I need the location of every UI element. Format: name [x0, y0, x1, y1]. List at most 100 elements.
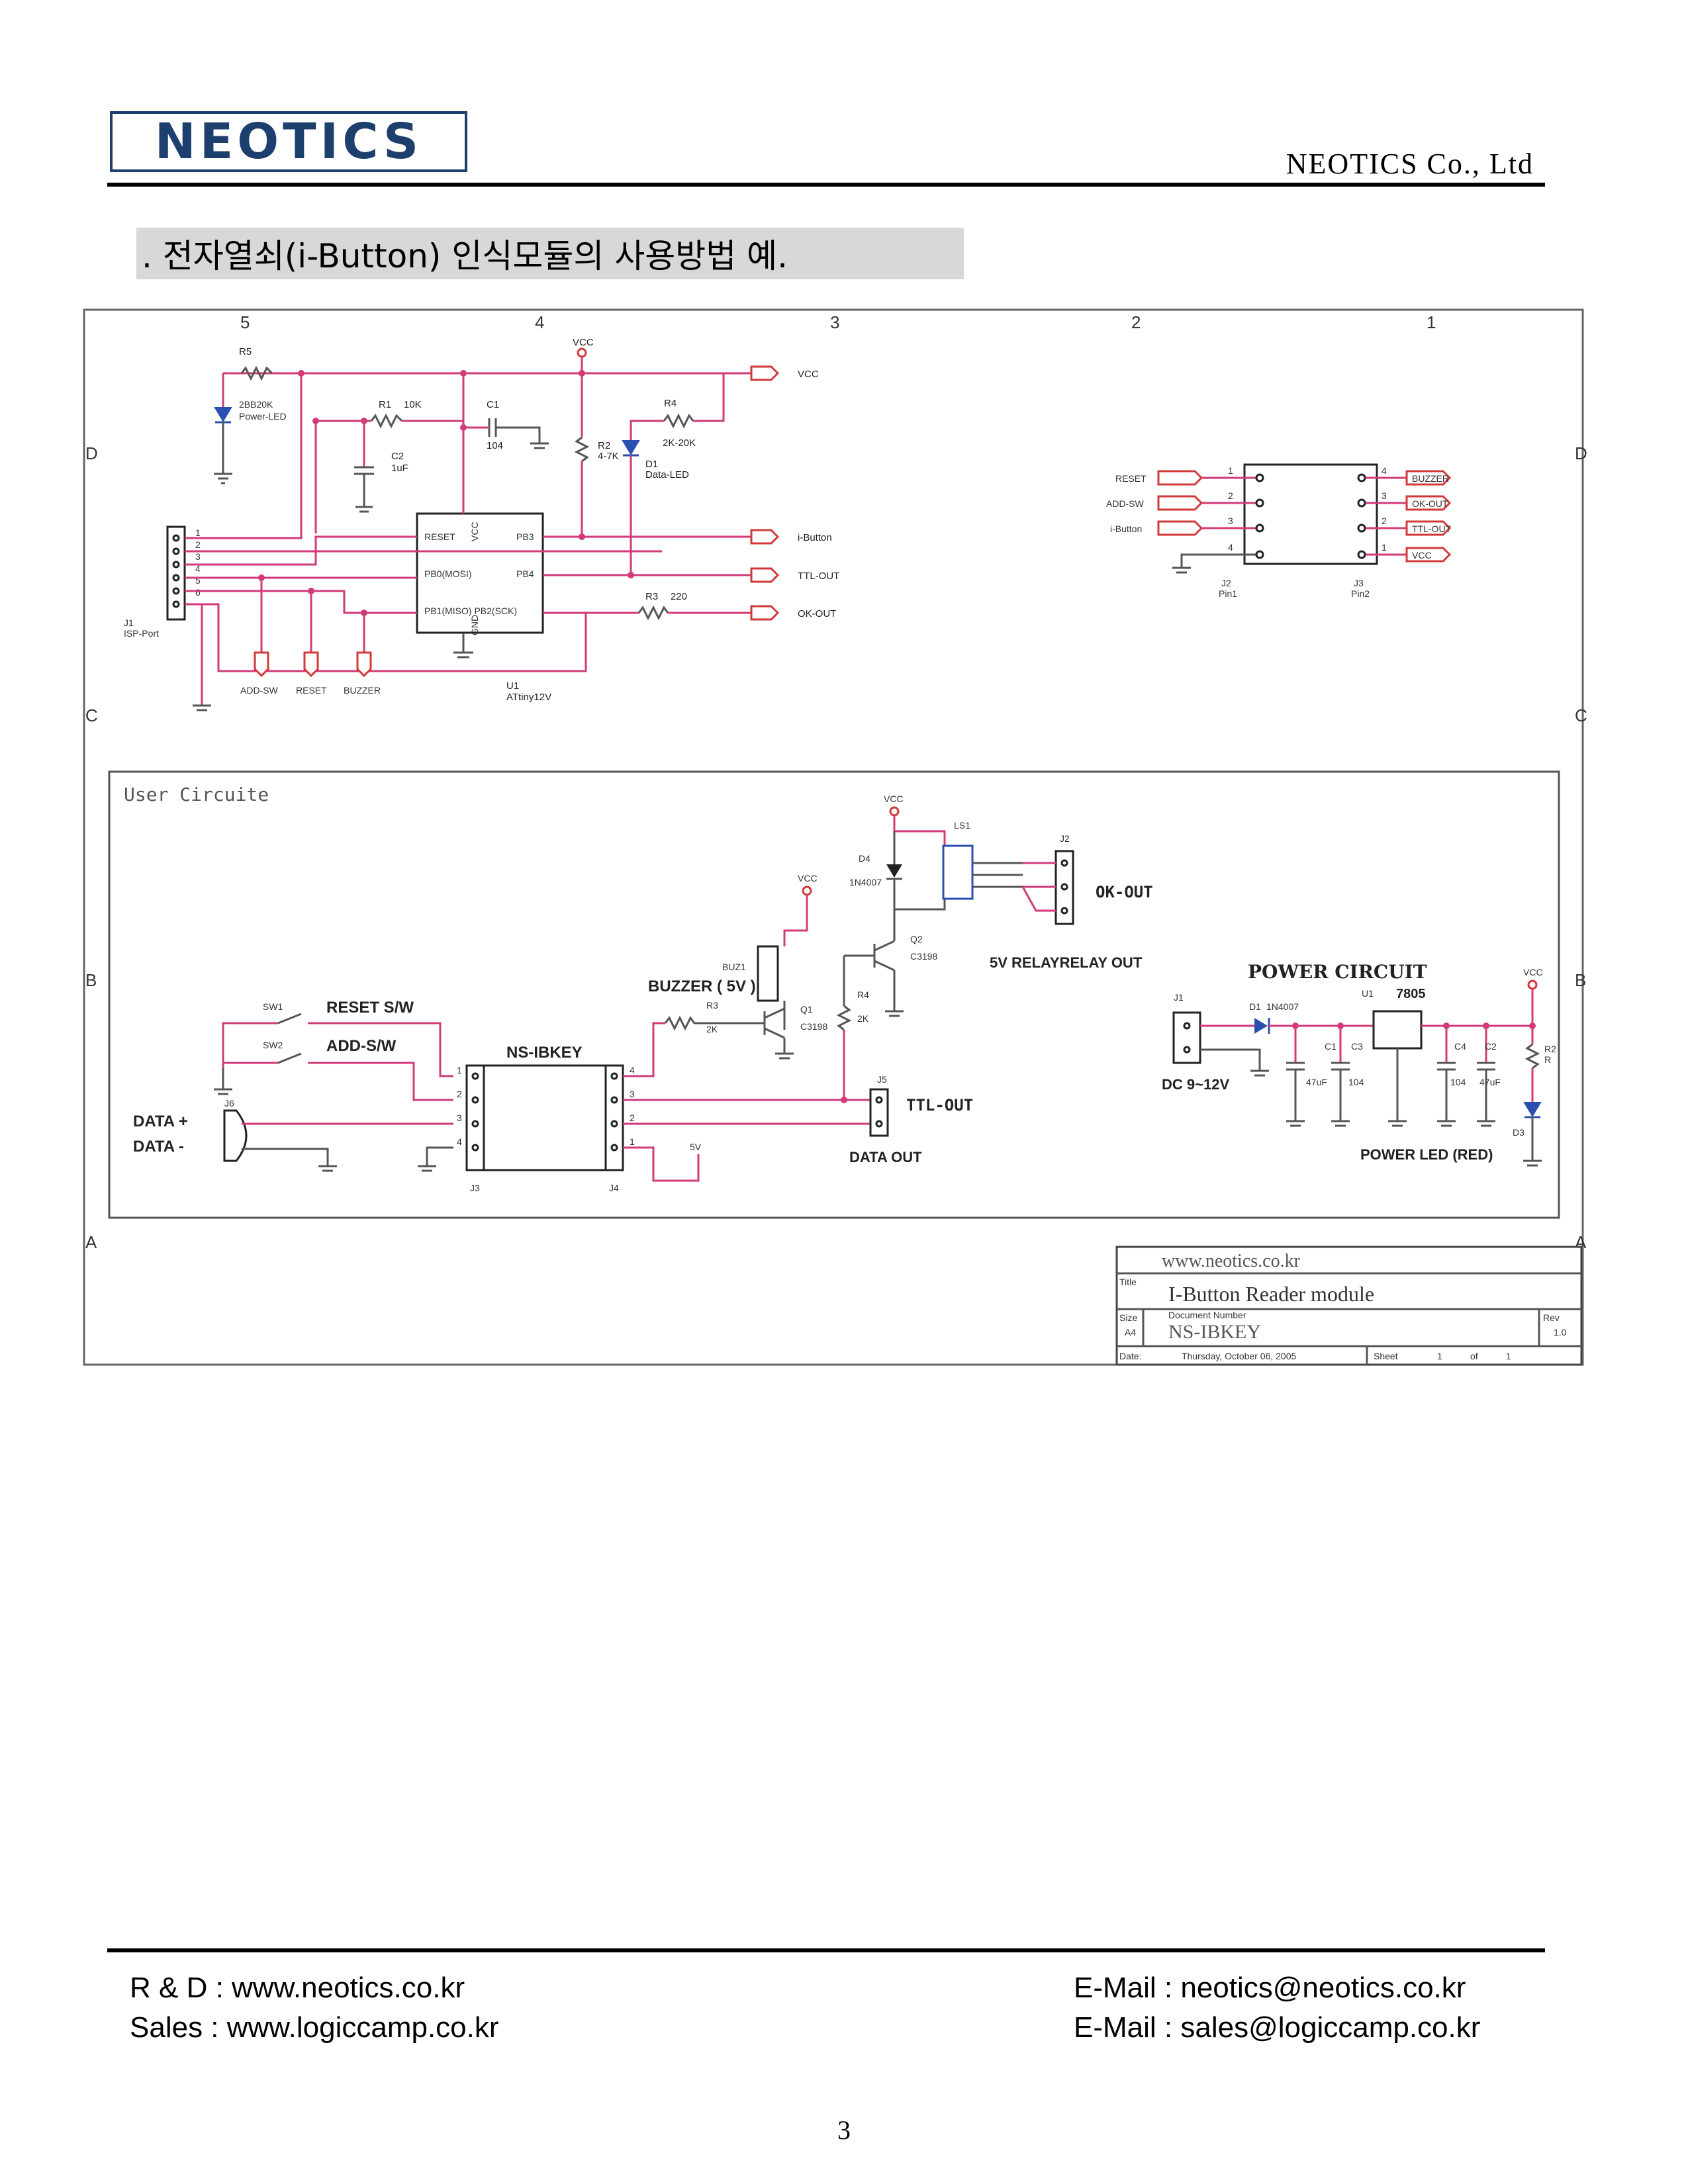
- net-vcc-label: VCC: [798, 369, 819, 380]
- mcu-pin-vcc: VCC: [469, 522, 480, 541]
- power-circuit-title: POWER CIRCUIT: [1248, 961, 1427, 983]
- vcc2-label: VCC: [884, 794, 904, 804]
- grid-col-label: 1: [1427, 312, 1436, 332]
- j2-label: ADD-SW: [1106, 498, 1145, 509]
- ok-out-label: OK-OUT: [1096, 883, 1153, 901]
- mcu-name: ATtiny12V: [506, 692, 551, 703]
- isp-pin: 5: [195, 575, 201, 586]
- j2-label: i-Button: [1110, 523, 1142, 534]
- user-circuit-box: [108, 770, 1560, 1219]
- module-title: NS-IBKEY: [506, 1044, 583, 1062]
- r5-label: R5: [239, 346, 252, 357]
- c3-value: 104: [1348, 1077, 1364, 1087]
- reg-label: 7805: [1396, 987, 1426, 1001]
- isp-ref: J1: [124, 617, 134, 628]
- footer-sales: Sales : www.logiccamp.co.kr: [130, 2011, 499, 2044]
- footer-email-sales: E-Mail : sales@logiccamp.co.kr: [1074, 2011, 1481, 2044]
- j4-pin: 1: [630, 1136, 635, 1147]
- mcu-pin-pb0: PB0(MOSI): [424, 569, 472, 579]
- power-led-label: Power-LED: [239, 411, 287, 422]
- grid-row-label: C: [1575, 705, 1587, 725]
- relay-label: 5V RELAYRELAY OUT: [990, 954, 1143, 971]
- j3-pin: 4: [1382, 465, 1387, 476]
- d1-desc: Data-LED: [645, 469, 689, 480]
- j2-name: Pin1: [1219, 588, 1237, 599]
- j3-pin: 2: [1382, 516, 1387, 526]
- tb-docnum-label: Document Number: [1168, 1310, 1246, 1320]
- tb-sheet-label: Sheet: [1374, 1351, 1398, 1361]
- data-out-label: DATA OUT: [849, 1149, 922, 1165]
- j4-ref: J4: [609, 1183, 619, 1193]
- logo-text: NEOTICS: [154, 113, 423, 170]
- five-v-label: 5V: [690, 1142, 702, 1152]
- isp-pin: 6: [195, 587, 201, 598]
- power-led-label: POWER LED (RED): [1360, 1146, 1493, 1163]
- isp-pin: 4: [195, 563, 201, 574]
- j3-label: OK-OUT: [1412, 498, 1448, 509]
- connector-body: [1243, 463, 1378, 565]
- dc-in-label: DC 9~12V: [1162, 1076, 1229, 1093]
- net-ibutton-label: i-Button: [798, 532, 832, 543]
- r2-ref: R2: [1544, 1044, 1556, 1054]
- j3-label: BUZZER: [1412, 473, 1449, 484]
- c2-label: C2: [391, 451, 404, 462]
- j2-pin: 4: [1228, 542, 1233, 553]
- power-led-part: 2BB20K: [239, 399, 273, 410]
- j2-ref: J2: [1221, 578, 1231, 588]
- j3-pin: 3: [1382, 490, 1387, 501]
- c1-ref: C1: [1325, 1041, 1336, 1052]
- mcu-pin-reset: RESET: [424, 531, 455, 542]
- tb-rev: 1.0: [1554, 1327, 1567, 1338]
- c2-value: 47uF: [1479, 1077, 1501, 1087]
- r4-label: R4: [857, 989, 869, 1000]
- j3-ref: J3: [470, 1183, 480, 1193]
- r3-label: R3: [645, 591, 658, 602]
- j3-pin: 1: [1382, 542, 1387, 553]
- q2-part: C3198: [910, 951, 937, 962]
- tb-title: I-Button Reader module: [1168, 1282, 1374, 1306]
- ls1-ref: LS1: [954, 820, 970, 831]
- schematic-diagram: .w{stroke:#d23a7a;stroke-width:3;fill:no…: [83, 308, 1587, 1366]
- page-number: 3: [837, 2115, 851, 2145]
- user-circuit-title: User Circuite: [124, 784, 269, 805]
- u1-ref: U1: [1362, 988, 1374, 999]
- q1-ref: Q1: [800, 1004, 813, 1015]
- j3-pin: 2: [457, 1089, 462, 1099]
- footer-left: R & D : www.neotics.co.kr Sales : www.lo…: [130, 1968, 499, 2048]
- r1-label: R1: [379, 399, 391, 410]
- j2-label: RESET: [1115, 473, 1147, 484]
- c2-value: 1uF: [391, 463, 408, 474]
- r4-label: R4: [664, 398, 677, 409]
- j3-label: VCC: [1412, 550, 1432, 561]
- footer-right: E-Mail : neotics@neotics.co.kr E-Mail : …: [1074, 1968, 1480, 2048]
- tb-of-label: of: [1470, 1351, 1478, 1361]
- r4-value: 2K-20K: [663, 437, 696, 449]
- sw2-ref: SW2: [263, 1040, 283, 1050]
- d1-part: 1N4007: [1266, 1001, 1299, 1012]
- j3-pin: 3: [457, 1113, 462, 1123]
- vcc1-label: VCC: [798, 873, 818, 884]
- q1-part: C3198: [800, 1021, 827, 1032]
- isp-port-j1: [166, 525, 186, 621]
- tb-of: 1: [1506, 1351, 1511, 1361]
- isp-name: ISP-Port: [124, 628, 159, 639]
- top-circuit: VCC VCC R5 2BB20K Power-LED R1 10K C2 1u…: [124, 337, 839, 711]
- j3-label: TTL-OUT: [1412, 523, 1452, 534]
- section-title: . 전자열쇠(i-Button) 인식모듈의 사용방법 예.: [136, 228, 964, 279]
- r2-label: R2: [598, 440, 610, 451]
- vcc3-label: VCC: [1523, 967, 1543, 978]
- q2-ref: Q2: [910, 934, 923, 944]
- tb-title-label: Title: [1119, 1277, 1137, 1287]
- grid-col-label: 2: [1131, 312, 1141, 332]
- j3-ref: J3: [1354, 578, 1364, 588]
- r3-value: 2K: [706, 1024, 718, 1034]
- mcu-pin-pb3: PB3: [516, 531, 534, 542]
- sw1-ref: SW1: [263, 1001, 283, 1012]
- tb-date: Thursday, October 06, 2005: [1182, 1351, 1296, 1361]
- net-buzzer-label: BUZZER: [344, 685, 381, 696]
- grid-col-label: 4: [535, 312, 544, 332]
- net-addsw-label: ADD-SW: [240, 685, 279, 696]
- r4-value: 2K: [857, 1013, 869, 1024]
- grid-col-label: 3: [830, 312, 839, 332]
- c2-ref: C2: [1485, 1041, 1497, 1052]
